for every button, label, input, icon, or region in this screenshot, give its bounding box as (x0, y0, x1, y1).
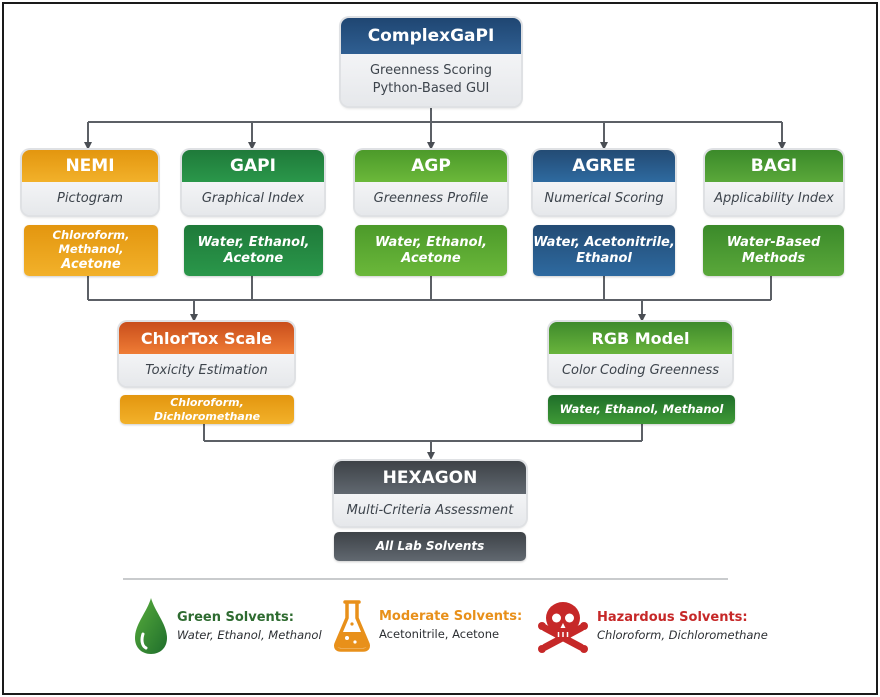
legend-text: Acetonitrile, Acetone (379, 627, 500, 641)
root-title: ComplexGaPI (341, 18, 521, 54)
solvents-line2: Methods (741, 250, 806, 266)
droplet-icon (135, 598, 167, 654)
tool-title: GAPI (182, 150, 324, 182)
flask-icon (334, 600, 370, 652)
solvents-line1: Water, Acetonitrile, (533, 234, 675, 250)
root-subtitle-line1: Greenness Scoring (369, 63, 493, 79)
legend-moderate-solvents: Moderate Solvents: Acetonitrile, Acetone (333, 598, 522, 652)
legend-divider (123, 578, 728, 580)
secondary-solvents-rgb: Water, Ethanol, Methanol (548, 395, 735, 424)
solvents-line2: Acetone (223, 250, 284, 266)
tool-node-nemi: NEMI Pictogram (22, 150, 158, 215)
final-title: HEXAGON (334, 461, 526, 494)
final-node-hexagon: HEXAGON Multi-Criteria Assessment (334, 461, 526, 526)
solvents-line1: Water-Based (726, 234, 821, 250)
tool-title: BAGI (705, 150, 843, 182)
legend-text: Water, Ethanol, Methanol (177, 628, 322, 642)
tool-solvents-nemi: Chloroform, Methanol, Acetone (24, 225, 158, 276)
tool-solvents-bagi: Water-Based Methods (703, 225, 844, 276)
solvents-line1: Chloroform, Methanol, (52, 227, 130, 256)
solvents-line2: Acetone (61, 256, 121, 272)
tool-node-bagi: BAGI Applicability Index (705, 150, 843, 215)
secondary-title: ChlorTox Scale (119, 322, 294, 354)
final-solvents: All Lab Solvents (334, 532, 526, 561)
tool-title: NEMI (22, 150, 158, 182)
tool-solvents-agp: Water, Ethanol, Acetone (355, 225, 507, 276)
tool-solvents-gapi: Water, Ethanol, Acetone (184, 225, 323, 276)
solvents-line2: Acetone (401, 250, 461, 266)
tool-subtitle: Numerical Scoring (533, 182, 675, 215)
tool-node-agp: AGP Greenness Profile (355, 150, 507, 215)
secondary-node-chlortox: ChlorTox Scale Toxicity Estimation (119, 322, 294, 386)
secondary-solvents-chlortox: Chloroform, Dichloromethane (120, 395, 294, 424)
tool-subtitle: Greenness Profile (355, 182, 507, 215)
solvents-text: Chloroform, Dichloromethane (153, 396, 261, 423)
skull-crossbones-icon (538, 602, 588, 653)
solvents-line1: Water, Ethanol, (197, 234, 310, 250)
legend-text: Chloroform, Dichloromethane (597, 628, 768, 642)
tool-subtitle: Applicability Index (705, 182, 843, 215)
secondary-title: RGB Model (549, 322, 732, 354)
tool-title: AGREE (533, 150, 675, 182)
secondary-subtitle: Color Coding Greenness (549, 354, 732, 386)
tool-subtitle: Pictogram (22, 182, 158, 215)
legend-title: Green Solvents: (177, 610, 294, 625)
secondary-node-rgb: RGB Model Color Coding Greenness (549, 322, 732, 386)
final-subtitle: Multi-Criteria Assessment (334, 494, 526, 526)
solvents-line2: Ethanol (576, 250, 632, 266)
root-subtitle: Greenness Scoring Python-Based GUI (341, 54, 521, 106)
root-node: ComplexGaPI Greenness Scoring Python-Bas… (341, 18, 521, 106)
solvents-text: All Lab Solvents (375, 539, 485, 554)
legend-green-solvents: Green Solvents: Water, Ethanol, Methanol (133, 596, 322, 656)
solvents-line1: Water, Ethanol, (375, 234, 487, 250)
tool-node-agree: AGREE Numerical Scoring (533, 150, 675, 215)
legend-title: Hazardous Solvents: (597, 610, 748, 625)
tool-title: AGP (355, 150, 507, 182)
secondary-subtitle: Toxicity Estimation (119, 354, 294, 386)
solvents-text: Water, Ethanol, Methanol (559, 401, 724, 416)
tool-subtitle: Graphical Index (182, 182, 324, 215)
root-subtitle-line2: Python-Based GUI (372, 81, 490, 96)
tool-node-gapi: GAPI Graphical Index (182, 150, 324, 215)
legend-title: Moderate Solvents: (379, 609, 523, 624)
legend-hazardous-solvents: Hazardous Solvents: Chloroform, Dichloro… (537, 596, 768, 656)
tool-solvents-agree: Water, Acetonitrile, Ethanol (533, 225, 675, 276)
